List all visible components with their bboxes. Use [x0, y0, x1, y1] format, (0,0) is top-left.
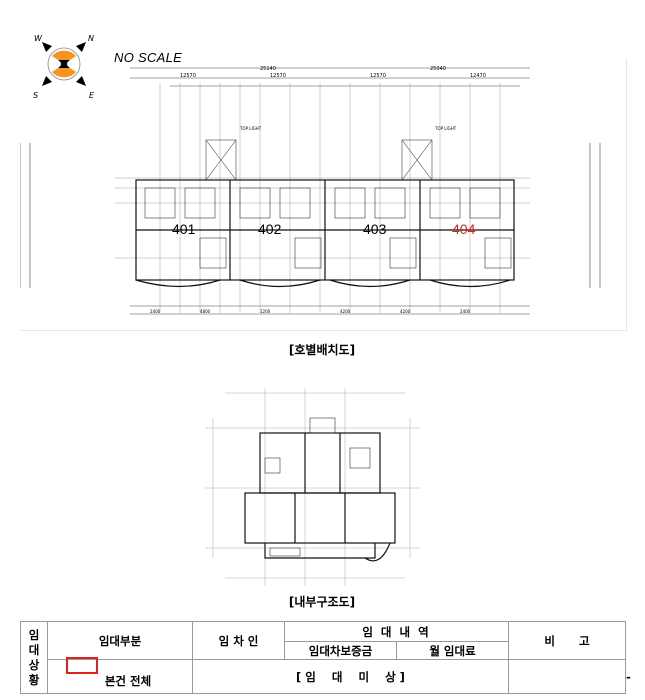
dim-bottom: 1200 — [260, 309, 271, 314]
dim-top-1: 25140 — [260, 66, 276, 72]
compass-s: S — [33, 91, 38, 100]
compass-n: N — [88, 34, 94, 43]
dim-bottom: 4200 — [340, 309, 351, 314]
row-part: 본건 전체 — [47, 657, 193, 694]
note: TOP LIGHT — [239, 126, 262, 131]
dim-mid: 12470 — [470, 73, 486, 79]
scale-note: NO SCALE — [114, 50, 183, 65]
unit-403: 403 — [363, 221, 387, 237]
note: TOP LIGHT — [434, 126, 457, 131]
unit-404: 404 — [452, 221, 476, 237]
compass-icon: W N S E — [33, 34, 95, 100]
header-part: 임대부분 — [47, 621, 193, 660]
row-monthly — [508, 659, 626, 694]
header-remarks: 비 고 — [508, 621, 626, 660]
unit-layout-plan: 25140 25040 12570 12570 12570 12470 TOP … — [20, 58, 627, 331]
unit-402: 402 — [258, 221, 282, 237]
dim-mid: 12570 — [180, 73, 196, 79]
header-deposit: 임대차보증금 — [284, 641, 397, 660]
header-details: 임 대 내 역 — [284, 621, 509, 642]
dim-bottom: 2400 — [460, 309, 471, 314]
marker-box — [66, 657, 98, 674]
header-tenant: 임 차 인 — [192, 621, 285, 660]
dim-bottom: 4800 — [200, 309, 211, 314]
dim-bottom: 4200 — [400, 309, 411, 314]
interior-plan-caption: [내부구조도] — [288, 595, 356, 609]
interior-plan — [205, 388, 420, 586]
header-monthly: 월 임대료 — [396, 641, 509, 660]
row-status: [ 임 대 미 상 ] — [192, 659, 509, 694]
dim-mid: 12570 — [370, 73, 386, 79]
compass-w: W — [34, 34, 43, 43]
compass-e: E — [89, 91, 95, 100]
layout-plan-caption: [호별배치도] — [288, 343, 356, 357]
dim-top-2: 25040 — [430, 66, 446, 72]
unit-401: 401 — [172, 221, 196, 237]
dim-bottom: 2400 — [150, 309, 161, 314]
dim-mid: 12570 — [270, 73, 286, 79]
